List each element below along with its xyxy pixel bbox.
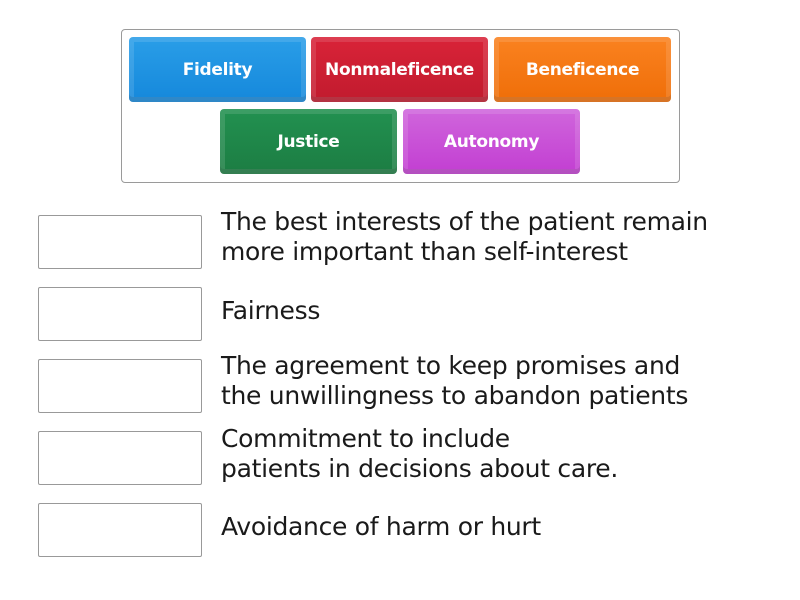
tile-nonmaleficence[interactable]: Nonmaleficence <box>311 37 488 102</box>
description-line: Commitment to include <box>221 424 510 453</box>
description-1: The best interests of the patient remain… <box>221 207 708 267</box>
description-line: The best interests of the patient remain <box>221 207 708 236</box>
description-line: the unwillingness to abandon patients <box>221 381 689 410</box>
tile-justice[interactable]: Justice <box>220 109 397 174</box>
description-2: Fairness <box>221 296 320 326</box>
tile-beneficence[interactable]: Beneficence <box>494 37 671 102</box>
description-4: Commitment to include patients in decisi… <box>221 424 618 484</box>
description-5: Avoidance of harm or hurt <box>221 512 541 542</box>
description-line: Fairness <box>221 296 321 325</box>
drop-slot-2[interactable] <box>38 287 202 341</box>
tile-autonomy[interactable]: Autonomy <box>403 109 580 174</box>
description-line: The agreement to keep promises and <box>221 351 681 380</box>
description-line: more important than self-interest <box>221 237 628 266</box>
drop-slot-4[interactable] <box>38 431 202 485</box>
drop-slot-5[interactable] <box>38 503 202 557</box>
description-3: The agreement to keep promises and the u… <box>221 351 688 411</box>
description-line: Avoidance of harm or hurt <box>221 512 541 541</box>
tile-fidelity[interactable]: Fidelity <box>129 37 306 102</box>
drop-slot-3[interactable] <box>38 359 202 413</box>
description-line: patients in decisions about care. <box>221 454 618 483</box>
drop-slot-1[interactable] <box>38 215 202 269</box>
